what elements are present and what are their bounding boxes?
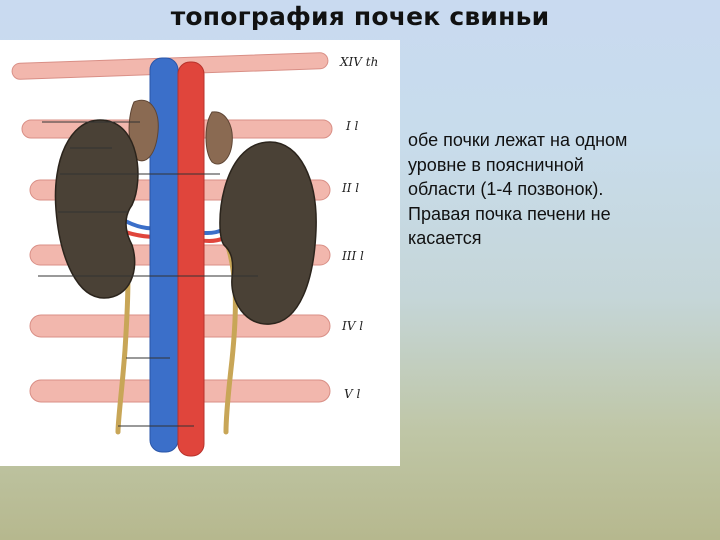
adrenal-glands (128, 99, 233, 165)
leader-lines (38, 121, 258, 427)
caption-line: Правая почка печени не (408, 203, 611, 224)
right-adrenal-gland (205, 111, 233, 165)
kidney-topography-illustration: XIV th I l II l III l IV l V l (0, 40, 400, 466)
vertebra-label-3: III l (341, 249, 364, 263)
vertebra-label-2: II l (341, 181, 359, 195)
vertebra-label-xiv: XIV th (339, 55, 378, 69)
caption-line: обе почки лежат на одном (408, 130, 628, 150)
vertebra-label-5: V l (344, 387, 360, 401)
vertebra-label-4: IV l (341, 319, 363, 333)
caption-line: области (1-4 позвонок). (408, 179, 604, 199)
slide-title: топография почек свиньи (170, 2, 550, 31)
kidneys (54, 119, 317, 325)
left-adrenal-gland (128, 99, 159, 162)
caption-text: обе почки лежат на одном уровне в поясни… (408, 128, 708, 251)
aorta (177, 61, 205, 457)
vertebra-label-1: I l (345, 119, 359, 133)
right-kidney (219, 141, 317, 325)
caption-line: уровне в поясничной (408, 154, 584, 175)
left-kidney (54, 119, 139, 299)
caption-line: касается (408, 228, 482, 248)
